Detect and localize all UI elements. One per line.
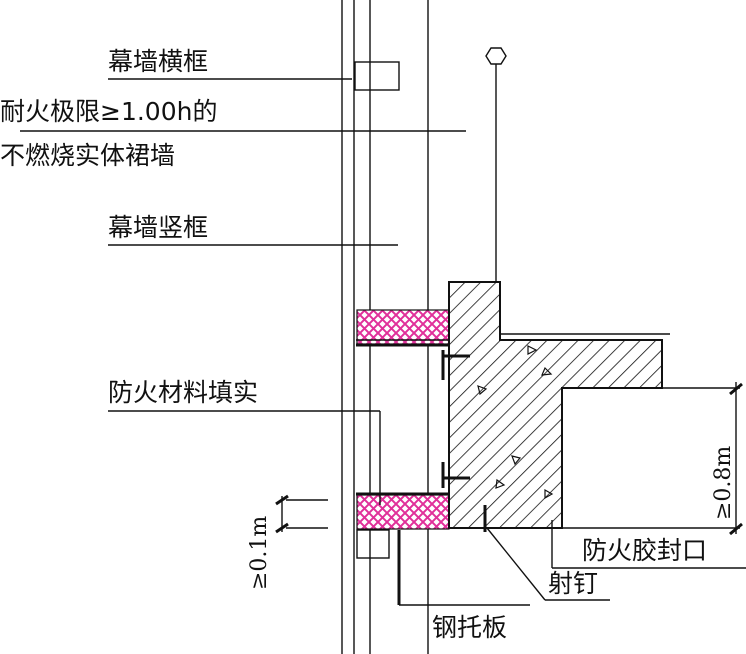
steel-plate [356,339,448,496]
fire-fill-lower [356,494,450,530]
fire-fill-upper [356,309,450,345]
leader-lines [20,78,466,505]
lower-transom-block [356,529,390,559]
nail-leader [486,527,610,601]
height-dimension-label: ≥0.8m [711,446,736,520]
height-dimension [562,382,743,536]
anchor-bracket [441,350,470,488]
section-marker [485,47,507,282]
seal-leader [551,520,746,569]
plate-leader [397,530,530,606]
transom-block [354,61,400,91]
label-seal: 防火胶封口 [582,536,707,565]
gap-dimension [275,494,328,534]
label-transom: 幕墙横框 [108,47,208,76]
label-spandrel-line2: 不燃烧实体裙墙 [0,141,175,170]
label-mullion: 幕墙竖框 [108,213,208,242]
label-nail: 射钉 [548,569,598,598]
concrete-slab [448,281,663,529]
aggregate-marks [477,345,554,500]
label-fire-fill: 防火材料填实 [108,378,258,407]
label-spandrel-line1: 耐火极限≥1.00h的 [0,97,217,126]
label-plate: 钢托板 [432,613,507,642]
gap-dimension-label: ≥0.1m [247,516,272,590]
